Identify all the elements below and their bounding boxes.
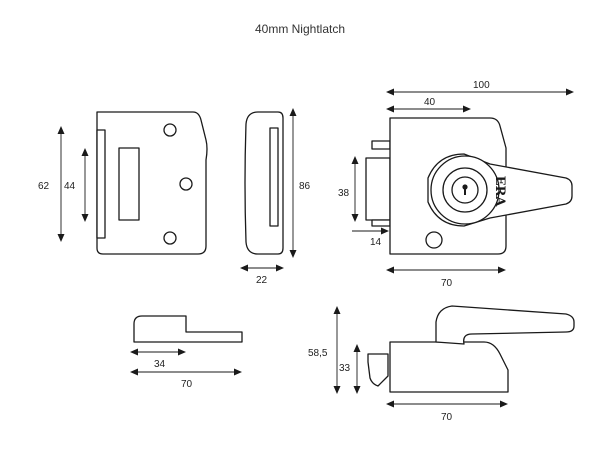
dimension-33: 33 xyxy=(339,344,361,394)
dim-label-100: 100 xyxy=(473,80,490,91)
dim-label-70-side: 70 xyxy=(441,412,453,423)
era-brand-logo: ERA xyxy=(492,176,507,208)
keep-front-view xyxy=(96,111,208,255)
dim-label-14: 14 xyxy=(370,237,382,248)
dimension-22: 22 xyxy=(240,264,284,286)
lock-side-view xyxy=(367,305,575,393)
keyhole-icon xyxy=(462,184,468,190)
dimension-70-staple: 70 xyxy=(130,368,242,390)
keep-side-view xyxy=(244,111,284,255)
dimension-58-5: 58,5 xyxy=(308,306,341,394)
dim-label-38: 38 xyxy=(338,188,350,199)
dimension-100: 100 xyxy=(386,80,574,96)
dim-label-22: 22 xyxy=(256,275,268,286)
screw-hole xyxy=(179,177,193,191)
dim-label-70-staple: 70 xyxy=(181,379,193,390)
dim-label-34: 34 xyxy=(154,359,166,370)
dim-label-58-5: 58,5 xyxy=(308,348,328,359)
snib-button xyxy=(425,231,443,249)
dimension-40: 40 xyxy=(386,97,471,113)
dimension-70-lock-side: 70 xyxy=(386,400,508,423)
dimension-70-lock-front: 70 xyxy=(386,266,506,289)
dim-label-33: 33 xyxy=(339,363,351,374)
dimension-86: 86 xyxy=(289,108,311,258)
dim-label-44: 44 xyxy=(64,181,76,192)
dim-label-62: 62 xyxy=(38,181,50,192)
dim-label-70-lock: 70 xyxy=(441,278,453,289)
page-title: 40mm Nightlatch xyxy=(254,22,346,36)
dimension-44: 44 xyxy=(64,148,89,222)
dim-label-86: 86 xyxy=(299,181,311,192)
dimension-62: 62 xyxy=(38,126,65,242)
screw-hole xyxy=(163,123,177,137)
dim-label-40: 40 xyxy=(424,97,436,108)
screw-hole xyxy=(163,231,177,245)
dimension-34: 34 xyxy=(130,348,186,370)
lock-front-view: ERA xyxy=(365,117,573,255)
dimension-38: 38 xyxy=(338,156,359,222)
dimension-14: 14 xyxy=(352,227,389,248)
staple-side-view xyxy=(133,315,243,343)
